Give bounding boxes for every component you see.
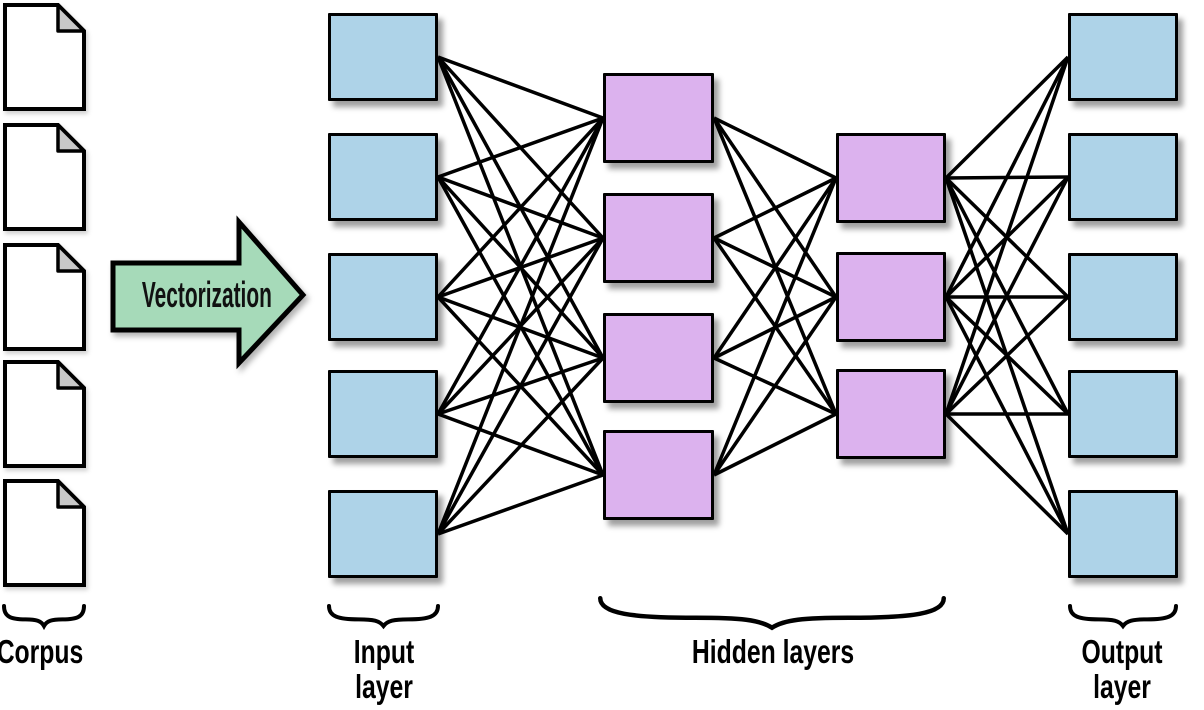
output-layer-label-line1: Output	[1081, 633, 1163, 670]
vectorization-label: Vectorization	[141, 274, 272, 315]
connection-line	[944, 176, 1070, 415]
connection-line	[944, 56, 1070, 415]
connection-line	[944, 55, 1070, 180]
connection-line	[436, 116, 605, 299]
corpus-brace	[2, 604, 86, 631]
vectorization-arrow	[110, 215, 307, 370]
output-layer-node-1	[1068, 13, 1178, 101]
connection-line	[436, 237, 605, 535]
connection-line	[712, 177, 838, 476]
connection-line	[436, 356, 605, 536]
input-layer-label-line1: Input	[353, 633, 415, 670]
output-layer-node-2	[1068, 133, 1178, 221]
hidden-layer-2-node-2	[836, 252, 946, 342]
hidden-layer-1-node-3	[603, 313, 714, 403]
connection-line	[713, 176, 837, 240]
document-icon	[3, 360, 86, 468]
corpus-label-text: Corpus	[0, 633, 84, 670]
document-icon	[3, 123, 86, 231]
input-layer-label-line2: layer	[355, 668, 413, 705]
connection-line	[713, 116, 837, 180]
connection-line	[437, 116, 604, 179]
document-icon	[3, 3, 86, 111]
hidden-layers-label-text: Hidden layers	[691, 633, 855, 670]
hidden-layer-2-node-1	[836, 133, 946, 223]
hidden-layers-brace	[598, 596, 946, 631]
document-icon	[3, 243, 86, 351]
connection-line	[436, 117, 605, 535]
connection-line	[713, 412, 837, 477]
hidden-layer-2-node-3	[836, 369, 946, 459]
connection-line	[436, 117, 605, 415]
hidden-layer-1-node-1	[603, 73, 714, 163]
hidden-layer-1-node-2	[603, 193, 714, 283]
connection-line	[437, 473, 604, 536]
hidden-layer-1-node-4	[603, 430, 714, 520]
output-layer-node-4	[1068, 370, 1178, 458]
output-layer-label: Output layer	[1047, 634, 1197, 704]
output-layer-node-5	[1068, 490, 1178, 578]
connection-line	[944, 412, 1070, 536]
connection-line	[712, 177, 838, 359]
output-layer-node-3	[1068, 253, 1178, 341]
output-layer-brace	[1068, 604, 1178, 630]
corpus-label: Corpus	[0, 634, 115, 669]
input-layer-node-2	[328, 133, 438, 221]
connection-line	[944, 56, 1070, 298]
connection-line	[437, 55, 604, 120]
output-layer-label-line2: layer	[1093, 668, 1151, 705]
input-layer-node-5	[328, 490, 438, 578]
input-layer-node-1	[328, 13, 438, 101]
connection-line	[944, 295, 1070, 416]
connection-line	[712, 296, 838, 476]
vectorization-arrow-shape	[110, 215, 307, 370]
input-layer-node-3	[328, 253, 438, 341]
input-layer-label: Input layer	[309, 634, 459, 704]
input-layer-brace	[327, 604, 440, 630]
input-layer-node-4	[328, 370, 438, 458]
document-icon	[3, 479, 86, 587]
hidden-layers-label: Hidden layers	[661, 634, 886, 669]
